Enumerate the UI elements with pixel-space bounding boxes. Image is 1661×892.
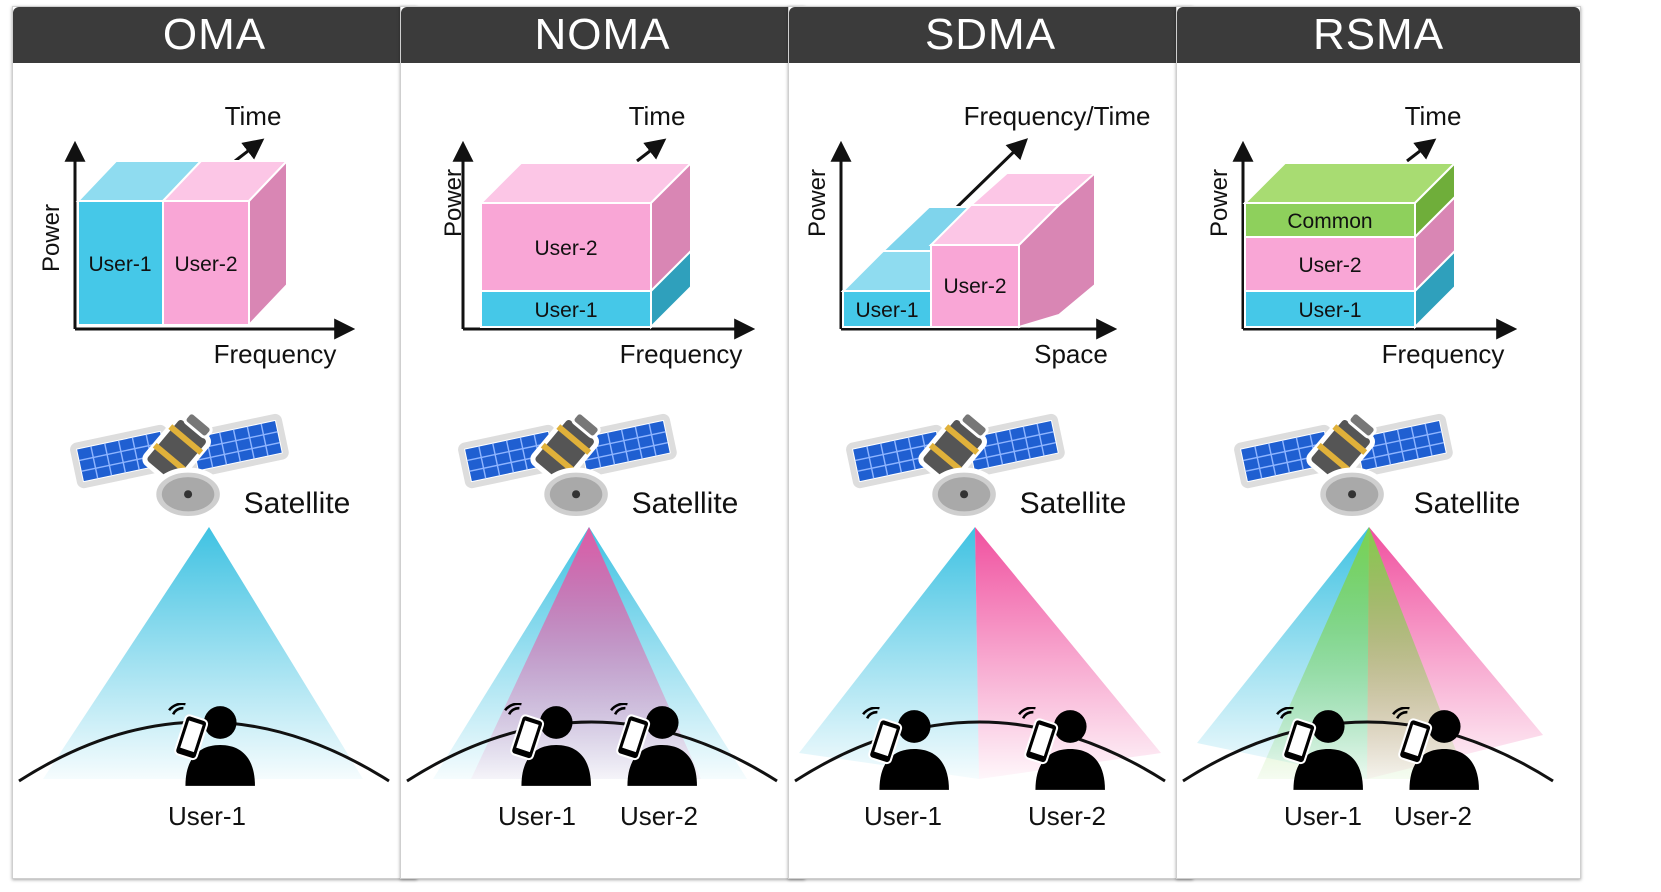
block-label: User-2 <box>534 237 597 260</box>
panel-oma: OMA Power Time Frequency User-1 User-2 S… <box>12 6 417 879</box>
satellite-label: Satellite <box>632 487 739 520</box>
noma-diagram: Power Time Frequency User-2 User-1 Satel… <box>406 101 778 831</box>
sdma-diagram: Power Frequency/Time Space User-1 User-2… <box>794 101 1166 831</box>
time-axis-label: Time <box>629 101 686 131</box>
satellite-label: Satellite <box>1414 487 1521 520</box>
user2-block <box>480 202 652 292</box>
frequency-time-axis-label: Frequency/Time <box>964 101 1151 131</box>
block-label: User-2 <box>943 275 1006 298</box>
user-label: User-2 <box>1028 801 1106 831</box>
frequency-axis-label: Frequency <box>1382 339 1505 369</box>
beam-user2 <box>975 527 1161 779</box>
user-label: User-2 <box>620 801 698 831</box>
panel-title: RSMA <box>1177 7 1580 63</box>
user-label: User-2 <box>1394 801 1472 831</box>
block-label: User-1 <box>855 299 918 322</box>
user2-block <box>162 200 250 326</box>
frequency-time-axis <box>953 138 1029 211</box>
satellite-label: Satellite <box>244 487 351 520</box>
frequency-axis-label: Frequency <box>214 339 337 369</box>
power-axis-label: Power <box>38 204 65 272</box>
beam-common <box>1257 527 1467 779</box>
block-label: User-2 <box>1298 254 1361 277</box>
power-axis-label: Power <box>1206 169 1233 237</box>
user2-block <box>930 244 1020 328</box>
space-axis-label: Space <box>1034 339 1108 369</box>
block-label: Common <box>1287 210 1372 233</box>
satellite-label: Satellite <box>1020 487 1127 520</box>
user1-block <box>77 200 164 326</box>
user-label: User-1 <box>864 801 942 831</box>
panel-rsma: RSMA Power Time Frequency Common User-2 … <box>1176 6 1581 879</box>
user-label: User-1 <box>1284 801 1362 831</box>
time-axis-label: Time <box>225 101 282 131</box>
block-label: User-1 <box>88 253 151 276</box>
user-label: User-1 <box>498 801 576 831</box>
power-axis-label: Power <box>804 169 831 237</box>
frequency-axis-label: Frequency <box>620 339 743 369</box>
beam-user1 <box>799 527 979 779</box>
user1-block <box>1244 290 1416 328</box>
beam-user1 <box>43 527 363 779</box>
user-label: User-1 <box>168 801 246 831</box>
block-label: User-1 <box>534 299 597 322</box>
time-axis <box>234 138 265 163</box>
time-axis <box>636 138 667 163</box>
power-axis-label: Power <box>440 169 467 237</box>
user2-block <box>1244 236 1416 292</box>
earth-surface <box>794 720 1166 783</box>
earth-surface <box>1182 720 1554 783</box>
panel-title: SDMA <box>789 7 1192 63</box>
panel-noma: NOMA Power Time Frequency User-2 User-1 … <box>400 6 805 879</box>
panel-title: NOMA <box>401 7 804 63</box>
oma-diagram: Power Time Frequency User-1 User-2 Satel… <box>18 101 390 831</box>
earth-surface <box>406 720 778 783</box>
rsma-diagram: Power Time Frequency Common User-2 User-… <box>1182 101 1554 831</box>
block-label: User-2 <box>174 253 237 276</box>
time-axis-label: Time <box>1405 101 1462 131</box>
time-axis <box>1406 138 1437 163</box>
panel-title: OMA <box>13 7 416 63</box>
panel-sdma: SDMA Power Frequency/Time Space User-1 U… <box>788 6 1193 879</box>
block-label: User-1 <box>1298 299 1361 322</box>
